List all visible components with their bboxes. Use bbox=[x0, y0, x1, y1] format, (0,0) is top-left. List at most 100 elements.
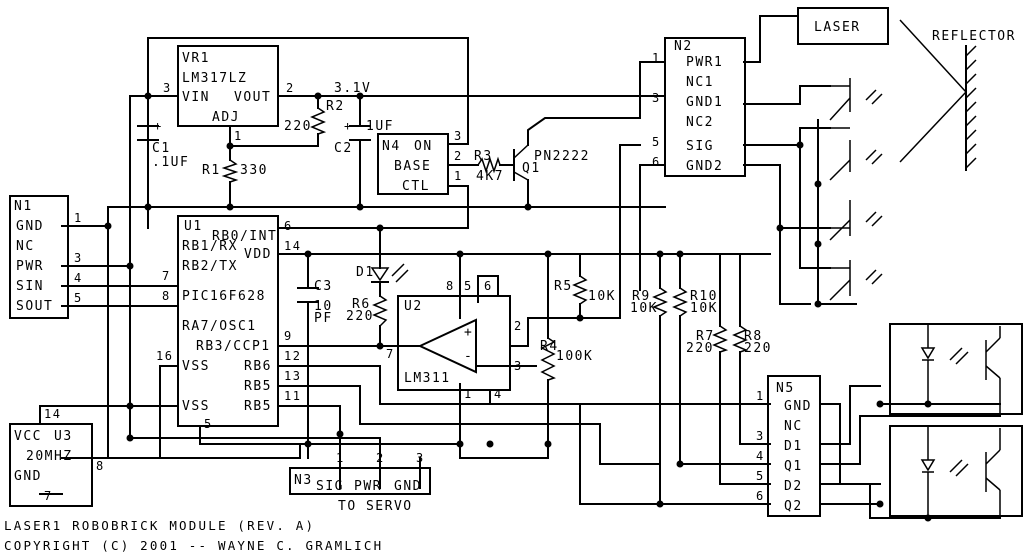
u2-p6: 6 bbox=[484, 279, 493, 293]
u1-p16: 16 bbox=[156, 349, 173, 363]
n5-pin-d1: D1 bbox=[784, 439, 803, 454]
u1-rb6: RB6 bbox=[244, 359, 272, 374]
u2-p4: 4 bbox=[494, 387, 503, 401]
r1-value: 330 bbox=[240, 163, 268, 178]
r8-value: 220 bbox=[744, 341, 772, 356]
n4-on: ON bbox=[414, 139, 433, 154]
n2-pin-sig: SIG bbox=[686, 139, 714, 154]
n1-pin-gnd: GND bbox=[16, 219, 44, 234]
u1-rb5a: RB5 bbox=[244, 379, 272, 394]
junction-dots bbox=[104, 92, 932, 522]
r10-value: 10K bbox=[690, 301, 718, 316]
u3-ref: U3 bbox=[54, 429, 73, 444]
u1-p9: 9 bbox=[284, 329, 293, 343]
u2-body bbox=[397, 295, 511, 391]
n4-pin1: 1 bbox=[454, 169, 463, 183]
n1-pin-num-5: 5 bbox=[74, 291, 83, 305]
n5-pin-num-3: 3 bbox=[756, 429, 765, 443]
u2-part: LM311 bbox=[404, 371, 451, 386]
n3-p2: 2 bbox=[376, 451, 385, 465]
r7-ref: R7 bbox=[696, 329, 715, 344]
component-outlines bbox=[9, 7, 1023, 517]
u1-p5: 5 bbox=[204, 417, 213, 431]
n5-ref: N5 bbox=[776, 381, 795, 396]
r6-ref: R6 bbox=[352, 297, 371, 312]
u1-p7: 7 bbox=[162, 269, 171, 283]
u3-p14: 14 bbox=[44, 407, 61, 421]
n2-pin-nc1: NC1 bbox=[686, 75, 714, 90]
c2-plus: + bbox=[344, 119, 353, 133]
title-line-1: LASER1 ROBOBRICK MODULE (REV. A) bbox=[4, 518, 315, 533]
d1-ref: D1 bbox=[356, 265, 375, 280]
n1-pin-num-3: 3 bbox=[74, 251, 83, 265]
vr1-pin3: 3 bbox=[163, 81, 172, 95]
n5-pin-d2: D2 bbox=[784, 479, 803, 494]
r2-ref: R2 bbox=[326, 99, 345, 114]
u1-p12: 12 bbox=[284, 349, 301, 363]
n2-pin-num-3: 3 bbox=[652, 91, 661, 105]
c3-unit: PF bbox=[314, 311, 333, 326]
n3-note: TO SERVO bbox=[338, 499, 413, 514]
laser-body bbox=[797, 7, 889, 45]
title-line-2: COPYRIGHT (C) 2001 -- WAYNE C. GRAMLICH bbox=[4, 538, 383, 553]
n5-pin-q2: Q2 bbox=[784, 499, 803, 514]
u3-gnd: GND bbox=[14, 469, 42, 484]
n5-pin-q1: Q1 bbox=[784, 459, 803, 474]
reflector-label: REFLECTOR bbox=[932, 29, 1016, 44]
n5-pin-num-1: 1 bbox=[756, 389, 765, 403]
r3-ref: R3 bbox=[474, 149, 493, 164]
n1-pin-num-1: 1 bbox=[74, 211, 83, 225]
n4-body bbox=[377, 133, 449, 195]
u2-p7: 7 bbox=[386, 347, 395, 361]
q1-ref: Q1 bbox=[522, 161, 541, 176]
n3-pwr: PWR bbox=[354, 479, 382, 494]
n4-pin2: 2 bbox=[454, 149, 463, 163]
n3-ref: N3 bbox=[294, 473, 313, 488]
vr1-pin1: 1 bbox=[234, 129, 243, 143]
n2-body bbox=[664, 37, 746, 177]
r3-value: 4K7 bbox=[476, 169, 504, 184]
u2-p3: 3 bbox=[514, 359, 523, 373]
u1-rb2: RB2/TX bbox=[182, 259, 238, 274]
c1-plus: + bbox=[154, 119, 163, 133]
n2-pin-num-5: 5 bbox=[652, 135, 661, 149]
u1-rb3: RB3/CCP1 bbox=[196, 339, 271, 354]
vr1-ref: VR1 bbox=[182, 51, 210, 66]
u3-vcc: VCC bbox=[14, 429, 42, 444]
n1-ref: N1 bbox=[14, 199, 33, 214]
n3-gnd: GND bbox=[394, 479, 422, 494]
r9-value: 10K bbox=[630, 301, 658, 316]
u3-p8: 8 bbox=[96, 459, 105, 473]
u2-p5: 5 bbox=[464, 279, 473, 293]
capacitors bbox=[137, 125, 371, 303]
resistors bbox=[221, 107, 749, 381]
n2-pin-nc2: NC2 bbox=[686, 115, 714, 130]
u2-minus: - bbox=[464, 349, 473, 364]
n2-pin-num-1: 1 bbox=[652, 51, 661, 65]
c2-value: 1UF bbox=[366, 119, 394, 134]
n2-pin-gnd1: GND1 bbox=[686, 95, 723, 110]
n5-pin-nc: NC bbox=[784, 419, 803, 434]
n2-ref: N2 bbox=[674, 39, 693, 54]
u2-p8: 8 bbox=[446, 279, 455, 293]
n2-pin-num-6: 6 bbox=[652, 155, 661, 169]
u1-rb5b: RB5 bbox=[244, 399, 272, 414]
r2-value: 220 bbox=[284, 119, 312, 134]
n1-pin-sout: SOUT bbox=[16, 299, 53, 314]
reflector-symbol bbox=[899, 19, 977, 171]
n3-sig: SIG bbox=[316, 479, 344, 494]
vr1-pin2: 2 bbox=[286, 81, 295, 95]
r10-ref: R10 bbox=[690, 289, 718, 304]
u3-p7: 7 bbox=[44, 489, 53, 503]
q1-part: PN2222 bbox=[534, 149, 590, 164]
u1-p13: 13 bbox=[284, 369, 301, 383]
c1-value: .1UF bbox=[152, 155, 189, 170]
n4-ctl: CTL bbox=[402, 179, 430, 194]
r5-ref: R5 bbox=[554, 279, 573, 294]
u1-p11: 11 bbox=[284, 389, 301, 403]
u1-ref: U1 bbox=[184, 219, 203, 234]
vr1-vin: VIN bbox=[182, 90, 210, 105]
n4-pin3: 3 bbox=[454, 129, 463, 143]
vr1-vout: VOUT bbox=[234, 90, 271, 105]
n3-p1: 1 bbox=[336, 451, 345, 465]
